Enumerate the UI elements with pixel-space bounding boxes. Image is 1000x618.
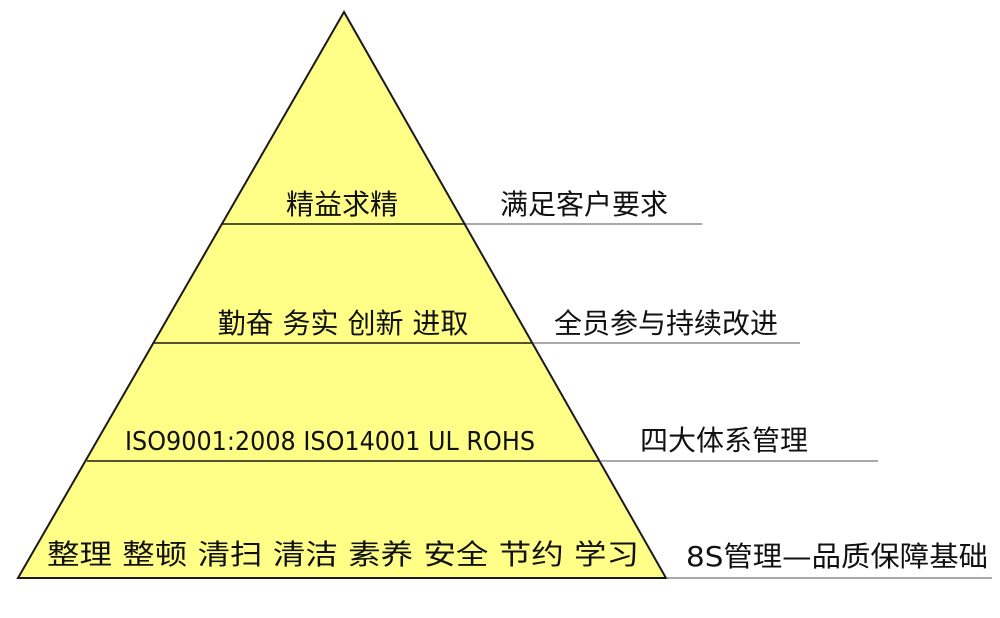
pyramid-shape — [16, 9, 668, 579]
level-label-1: 精益求精 — [286, 188, 398, 221]
level-label-4: 整理 整顿 清扫 清洁 素养 安全 节约 学习 — [47, 538, 639, 571]
side-label-2: 全员参与持续改进 — [554, 307, 778, 340]
level-label-3: ISO9001:2008 ISO14001 UL ROHS — [125, 427, 535, 457]
level-label-2: 勤奋 务实 创新 进取 — [218, 307, 469, 340]
side-label-1: 满足客户要求 — [500, 188, 668, 221]
side-label-4: 8S管理—品质保障基础 — [686, 540, 988, 573]
side-label-3: 四大体系管理 — [640, 424, 808, 457]
